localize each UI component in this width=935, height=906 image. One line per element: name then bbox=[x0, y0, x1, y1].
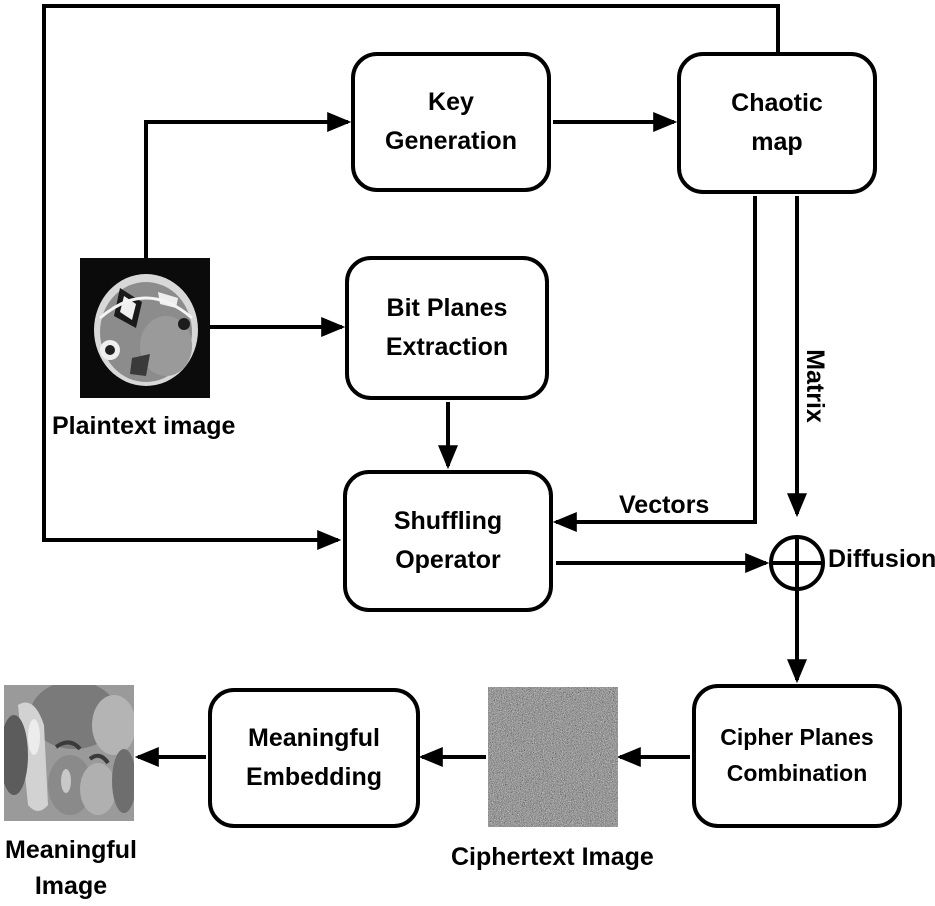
cipher-planes-combination-box: Cipher Planes Combination bbox=[692, 684, 902, 828]
ciphertext-image-label: Ciphertext Image bbox=[451, 843, 654, 871]
chaotic-map-box: Chaotic map bbox=[677, 52, 877, 194]
ct-scan-icon bbox=[80, 258, 210, 398]
chaotic-map-line2: map bbox=[751, 128, 803, 156]
meaningful-image-thumbnail bbox=[4, 685, 134, 821]
plaintext-to-keygen-arrow bbox=[144, 112, 352, 258]
shuffling-operator-box: Shuffling Operator bbox=[343, 470, 553, 612]
bit-planes-line2: Extraction bbox=[385, 333, 509, 361]
xor-diffusion-icon bbox=[769, 535, 825, 591]
shuffling-line1: Shuffling bbox=[393, 507, 503, 536]
meaningful-embedding-line1: Meaningful bbox=[248, 724, 380, 753]
bit-planes-extraction-box: Bit Planes Extraction bbox=[345, 256, 549, 400]
diffusion-label: Diffusion bbox=[828, 545, 935, 573]
plaintext-image-thumbnail bbox=[80, 258, 210, 398]
key-generation-line2: Generation bbox=[385, 127, 517, 155]
vectors-label: Vectors bbox=[619, 491, 710, 519]
meaningful-image-label-line2: Image bbox=[34, 872, 108, 901]
meaningful-embedding-line2: Embedding bbox=[245, 763, 383, 791]
matrix-label: Matrix bbox=[801, 349, 829, 423]
key-generation-line1: Key bbox=[428, 88, 474, 117]
cipher-planes-line2: Combination bbox=[726, 760, 868, 786]
meaningful-embedding-box: Meaningful Embedding bbox=[208, 688, 420, 828]
meaningful-image-label-line1: Meaningful bbox=[5, 836, 137, 864]
ciphertext-image-thumbnail bbox=[488, 687, 618, 827]
noise-pattern-icon bbox=[488, 687, 618, 827]
plaintext-image-label: Plaintext image bbox=[52, 412, 236, 440]
peppers-image-icon bbox=[4, 685, 134, 821]
bit-planes-line1: Bit Planes bbox=[386, 294, 508, 323]
feedback-loop-arrow bbox=[42, 4, 780, 550]
meaningful-image-label: Meaningful Image bbox=[4, 832, 138, 905]
cipher-planes-line1: Cipher Planes bbox=[720, 724, 874, 751]
chaotic-map-line1: Chaotic bbox=[731, 89, 823, 118]
shuffling-line2: Operator bbox=[395, 546, 501, 574]
vectors-arrow bbox=[552, 196, 757, 532]
key-generation-box: Key Generation bbox=[351, 52, 551, 192]
